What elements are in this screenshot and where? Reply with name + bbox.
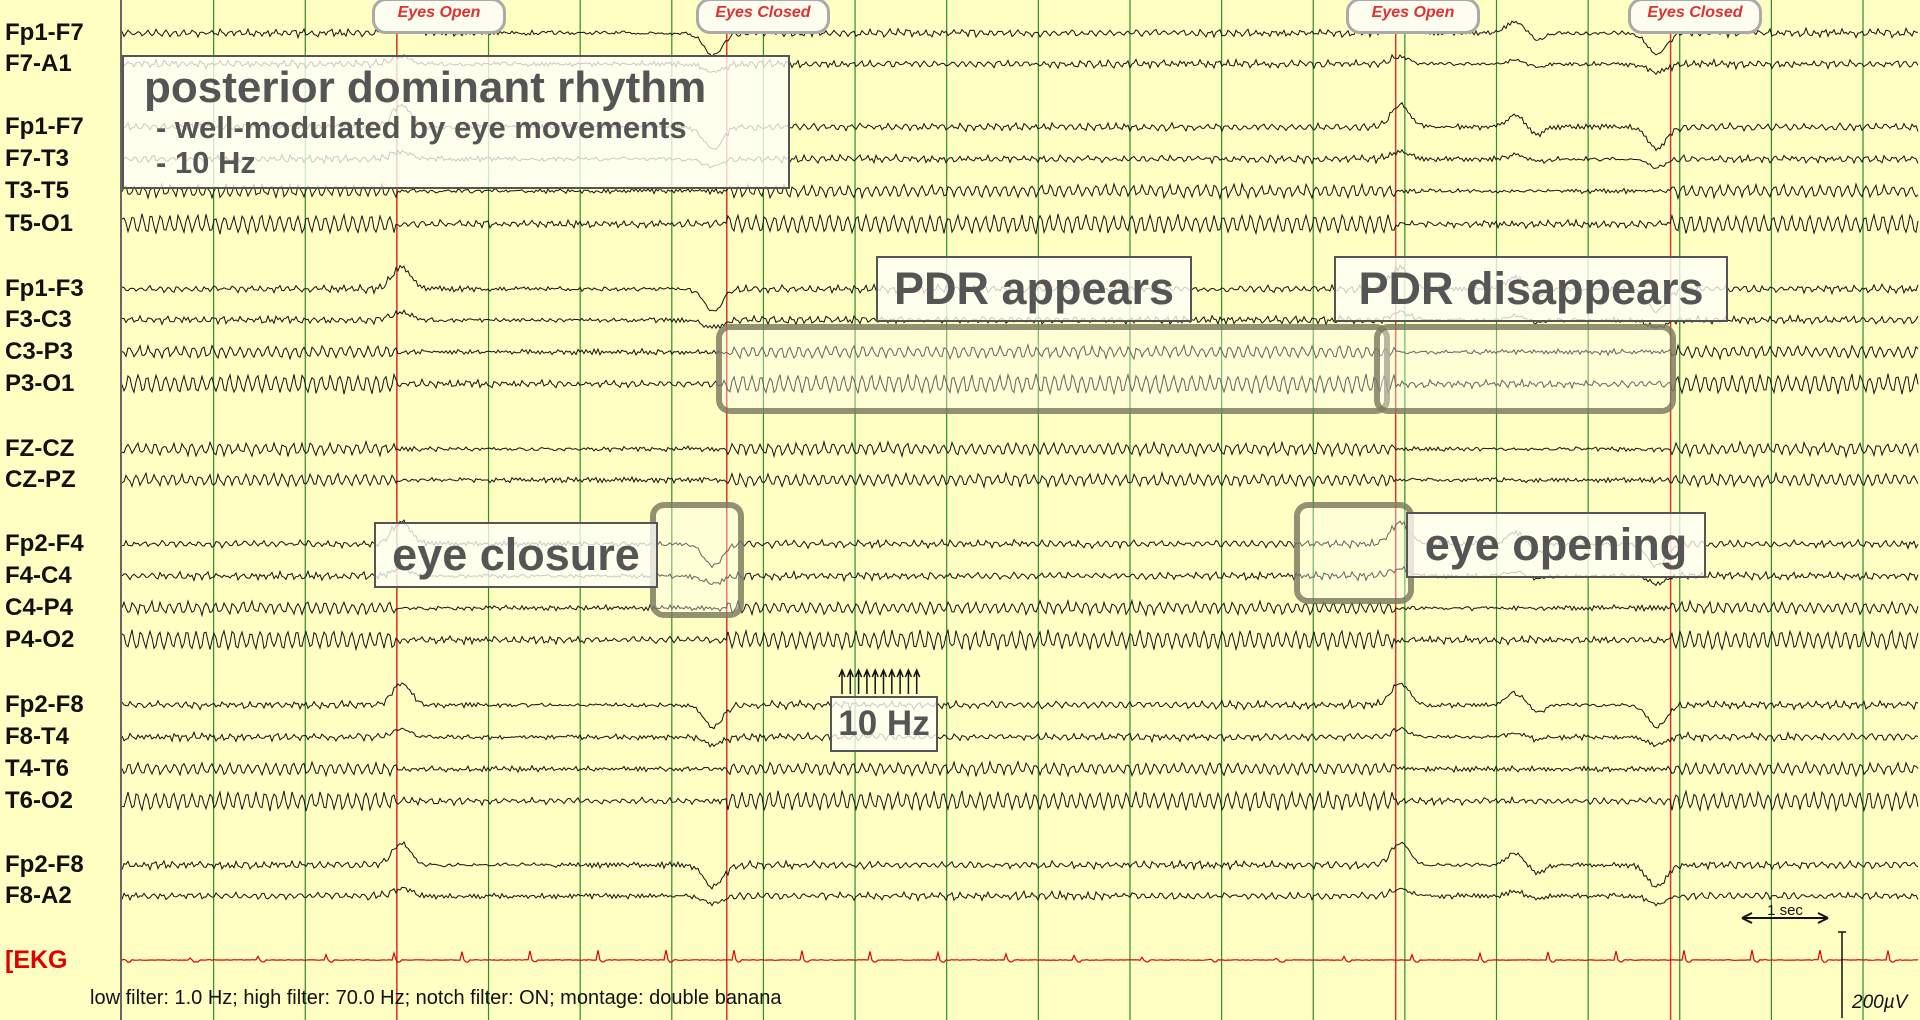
eye-opening-highlight (1294, 502, 1414, 604)
cycle-arrow (904, 668, 913, 694)
cycle-arrow (838, 668, 846, 694)
channel-label: Fp1-F7 (5, 19, 84, 46)
ekg-trace (121, 949, 1919, 963)
channel-label: CZ-PZ (5, 466, 76, 493)
pdr-appears-label: PDR appears (876, 256, 1192, 322)
channel-label: C4-P4 (5, 594, 74, 621)
channel-label: F4-C4 (5, 562, 72, 589)
eye-opening-label: eye opening (1406, 512, 1706, 578)
channel-label: P4-O2 (5, 626, 75, 653)
eeg-channel-trace (121, 886, 1919, 907)
eeg-channel-trace (121, 439, 1919, 459)
ten-hz-label: 10 Hz (830, 696, 938, 752)
recording-settings: low filter: 1.0 Hz; high filter: 70.0 Hz… (90, 987, 782, 1009)
channel-label: F8-T4 (5, 723, 70, 750)
cycle-arrow (888, 668, 896, 694)
eeg-channel-trace (121, 789, 1919, 813)
pdr-disappears-highlight (1374, 324, 1676, 414)
eeg-channel-trace (121, 470, 1919, 489)
channel-label: C3-P3 (5, 338, 74, 365)
channel-label: T3-T5 (5, 177, 70, 204)
channel-label: F3-C3 (5, 306, 72, 333)
pdr-appears-highlight (716, 324, 1390, 414)
channel-label: F7-A1 (5, 50, 72, 77)
channel-label: Fp1-F3 (5, 275, 84, 302)
channel-label: FZ-CZ (5, 435, 75, 462)
eeg-channel-trace (121, 726, 1919, 748)
cycle-arrow (896, 668, 904, 694)
pdr-modulation-line: - well-modulated by eye movements (156, 110, 687, 145)
channel-label: Fp1-F7 (5, 113, 84, 140)
cycle-arrow (871, 668, 879, 694)
eeg-channel-trace (121, 759, 1919, 778)
channel-label: Fp2-F4 (5, 530, 84, 557)
time-scale-label: 1 sec (1767, 902, 1803, 919)
eeg-channel-trace (121, 181, 1919, 201)
pdr-title: posterior dominant rhythm (144, 63, 707, 112)
event-tag-eyes-closed-2: Eyes Closed (1628, 0, 1762, 34)
channel-label: F8-A2 (5, 882, 72, 909)
pdr-description-box: posterior dominant rhythm - well-modulat… (122, 55, 790, 189)
eeg-channel-trace (121, 682, 1919, 730)
channel-label: Fp2-F8 (5, 851, 84, 878)
channel-label: Fp2-F8 (5, 691, 84, 718)
cycle-arrow (854, 668, 863, 694)
channel-label: T4-T6 (5, 755, 70, 782)
eeg-channel-trace (121, 598, 1919, 618)
eye-closure-highlight (650, 502, 744, 618)
cycle-arrow (846, 668, 854, 694)
cycle-arrow (913, 668, 921, 694)
channel-label: T5-O1 (5, 210, 74, 237)
eeg-channel-trace (121, 840, 1919, 890)
eeg-channel-trace (121, 372, 1919, 396)
channel-label: P3-O1 (5, 370, 75, 397)
time-scale-bar (1741, 912, 1829, 924)
event-tag-eyes-open-2: Eyes Open (1346, 0, 1480, 34)
pdr-frequency-line: - 10 Hz (156, 145, 256, 180)
amplitude-scale-label: 200µV (1852, 992, 1908, 1013)
eeg-channel-trace (121, 212, 1919, 236)
amplitude-scale-bar (1838, 931, 1846, 1018)
cycle-arrow (863, 668, 871, 694)
eeg-channel-trace (121, 343, 1919, 361)
cycle-arrow (879, 668, 888, 694)
channel-label: [EKG (5, 946, 68, 974)
eeg-channel-trace (121, 628, 1919, 652)
scale-markers (838, 668, 1846, 1018)
pdr-disappears-label: PDR disappears (1334, 256, 1728, 322)
eye-closure-label: eye closure (374, 522, 658, 588)
event-tag-eyes-closed-1: Eyes Closed (696, 0, 830, 34)
channel-label: T6-O2 (5, 787, 74, 814)
channel-label: F7-T3 (5, 145, 70, 172)
event-tag-eyes-open-1: Eyes Open (372, 0, 506, 34)
